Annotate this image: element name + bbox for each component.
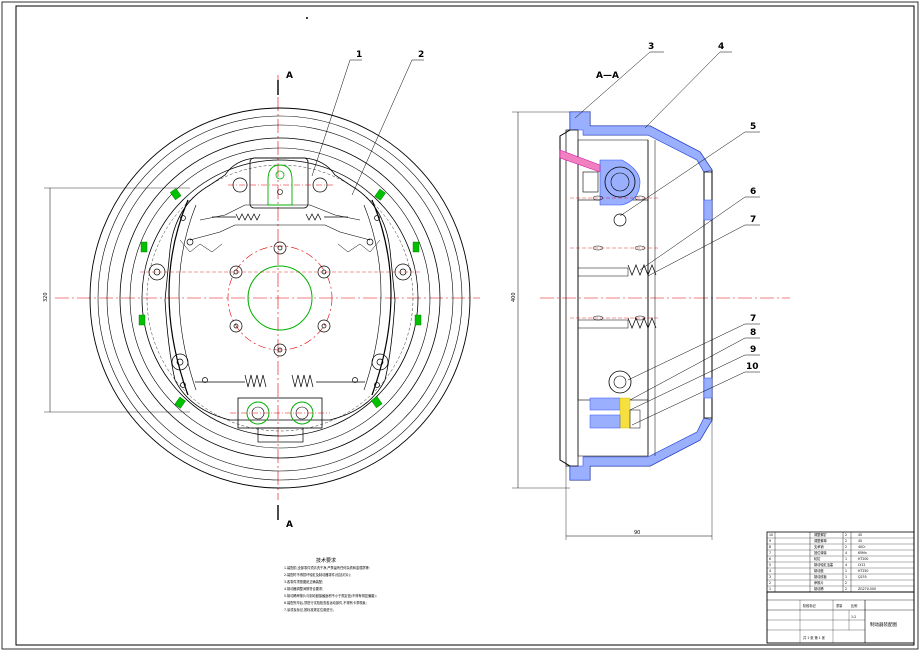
- leaders-front: [311, 59, 424, 196]
- balloon-6: 6: [750, 187, 756, 197]
- balloon-9: 9: [750, 345, 756, 355]
- parts-row-4-no: 7: [769, 551, 771, 555]
- parts-row-8-name: 制动底板: [814, 574, 828, 579]
- parts-row-1-qty: 2: [845, 533, 847, 537]
- parts-row-8-qty: 1: [845, 575, 847, 579]
- balloon-5: 5: [750, 122, 756, 132]
- parts-row-5-mat: HT200: [858, 557, 868, 561]
- drawing-title: 制动器装配图: [870, 621, 897, 628]
- parts-row-5-name: 轮缸: [814, 556, 821, 561]
- parts-row-6-mat: LY12: [858, 563, 865, 567]
- parts-list: [766, 531, 915, 593]
- parts-row-8-no: 3: [769, 575, 771, 579]
- title-block-text: 制动器装配图 阶段标记 重量 比例 1:2 共 1 张 第 1 张: [803, 603, 897, 640]
- parts-row-5-no: 6: [769, 557, 771, 561]
- parts-row-1-mat: 45: [858, 533, 862, 537]
- parts-row-4-name: 回位弹簧: [814, 550, 828, 555]
- note-line-2: 2.装配时不得损坏轮缸及制动器零件(包括衬片);: [284, 572, 351, 577]
- parts-row-9-qty: 2: [845, 581, 847, 585]
- note-line-5: 5.制动蹄摩擦片与制动鼓接触面积不小于规定值(不得有明显偏磨);: [284, 593, 377, 598]
- parts-row-2-no: 9: [769, 539, 771, 543]
- parts-row-2-mat: 45: [858, 539, 862, 543]
- parts-row-7-qty: 1: [845, 569, 847, 573]
- balloon-7a: 7: [750, 215, 756, 225]
- parts-row-6-name: 制动轮缸活塞: [814, 562, 834, 567]
- parts-row-4-qty: 4: [845, 551, 847, 555]
- parts-row-3-mat: 40Cr: [858, 545, 866, 549]
- inner-frame: [15, 5, 915, 646]
- parts-row-3-no: 8: [769, 545, 771, 549]
- balloon-1: 1: [356, 50, 362, 60]
- technical-notes: 技术要求 1.装配前,全部零件须清洗干净,严禁留有任何杂质和金属屑等; 2.装配…: [284, 557, 377, 612]
- section-mark-bottom: A: [286, 520, 293, 530]
- weight-label: 重量: [836, 603, 843, 608]
- view-title: A—A: [596, 71, 619, 81]
- parts-row-6-no: 5: [769, 563, 771, 567]
- leaders-section: [574, 51, 760, 426]
- scale-value: 1:2: [851, 615, 856, 619]
- balloon-10: 10: [746, 362, 759, 372]
- parts-row-7-no: 4: [769, 569, 771, 573]
- note-line-1: 1.装配前,全部零件须清洗干净,严禁留有任何杂质和金属屑等;: [284, 565, 370, 570]
- dim-bottom-width: 90: [634, 530, 640, 536]
- dim-right-vertical: 400: [511, 292, 517, 302]
- parts-row-5-qty: 1: [845, 557, 847, 561]
- note-line-6: 6.装配完毕后,须进行试验检查各运动部件,不得有卡滞现象;: [284, 600, 367, 605]
- stage-label: 阶段标记: [803, 603, 817, 608]
- balloon-3: 3: [648, 42, 654, 52]
- parts-row-10-mat: ZG270-500: [858, 587, 876, 591]
- sheet-text: 共 1 张 第 1 张: [803, 635, 826, 640]
- parts-row-2-qty: 2: [845, 539, 847, 543]
- title-block: [766, 591, 915, 644]
- balloon-7b: 7: [750, 314, 756, 324]
- parts-row-4-mat: 65Mn: [858, 551, 867, 555]
- parts-row-10-no: 1: [769, 587, 771, 591]
- parts-list-text: 10 调整螺钉 2 45 9 调整螺母 2 45 8 支承销 2 40Cr 7 …: [769, 532, 876, 591]
- parts-row-9-no: 2: [769, 581, 771, 585]
- parts-row-7-mat: HT250: [858, 569, 868, 573]
- front-view: A A 320: [43, 71, 480, 530]
- parts-row-2-name: 调整螺母: [814, 538, 827, 543]
- parts-row-1-no: 10: [769, 533, 773, 537]
- balloon-4: 4: [718, 42, 724, 52]
- section-mark-top: A: [286, 71, 293, 81]
- parts-row-1-name: 调整螺钉: [814, 532, 828, 537]
- scale-label: 比例: [851, 603, 857, 608]
- parts-row-7-name: 制动鼓: [814, 568, 824, 573]
- balloon-2: 2: [418, 50, 424, 60]
- notes-title: 技术要求: [316, 557, 336, 564]
- parts-row-8-mat: Q235: [858, 575, 867, 579]
- note-line-3: 3.各零件须按图纸正确装配;: [284, 579, 323, 584]
- balloon-8: 8: [750, 328, 756, 338]
- parts-row-6-qty: 4: [845, 563, 847, 567]
- dim-left-vertical: 320: [43, 292, 49, 302]
- parts-row-10-qty: 2: [845, 587, 847, 591]
- note-line-7: 7.涂漆及标记,按标准规定位置进行。: [284, 607, 336, 612]
- parts-row-3-qty: 2: [845, 545, 847, 549]
- section-view: 400 90 A—A: [511, 71, 790, 540]
- parts-row-3-name: 支承销: [814, 544, 824, 549]
- parts-row-9-name: 摩擦片: [814, 580, 824, 585]
- parts-row-10-name: 制动蹄: [814, 586, 824, 591]
- note-line-4: 4.制动器调整间隙符合要求;: [284, 586, 323, 591]
